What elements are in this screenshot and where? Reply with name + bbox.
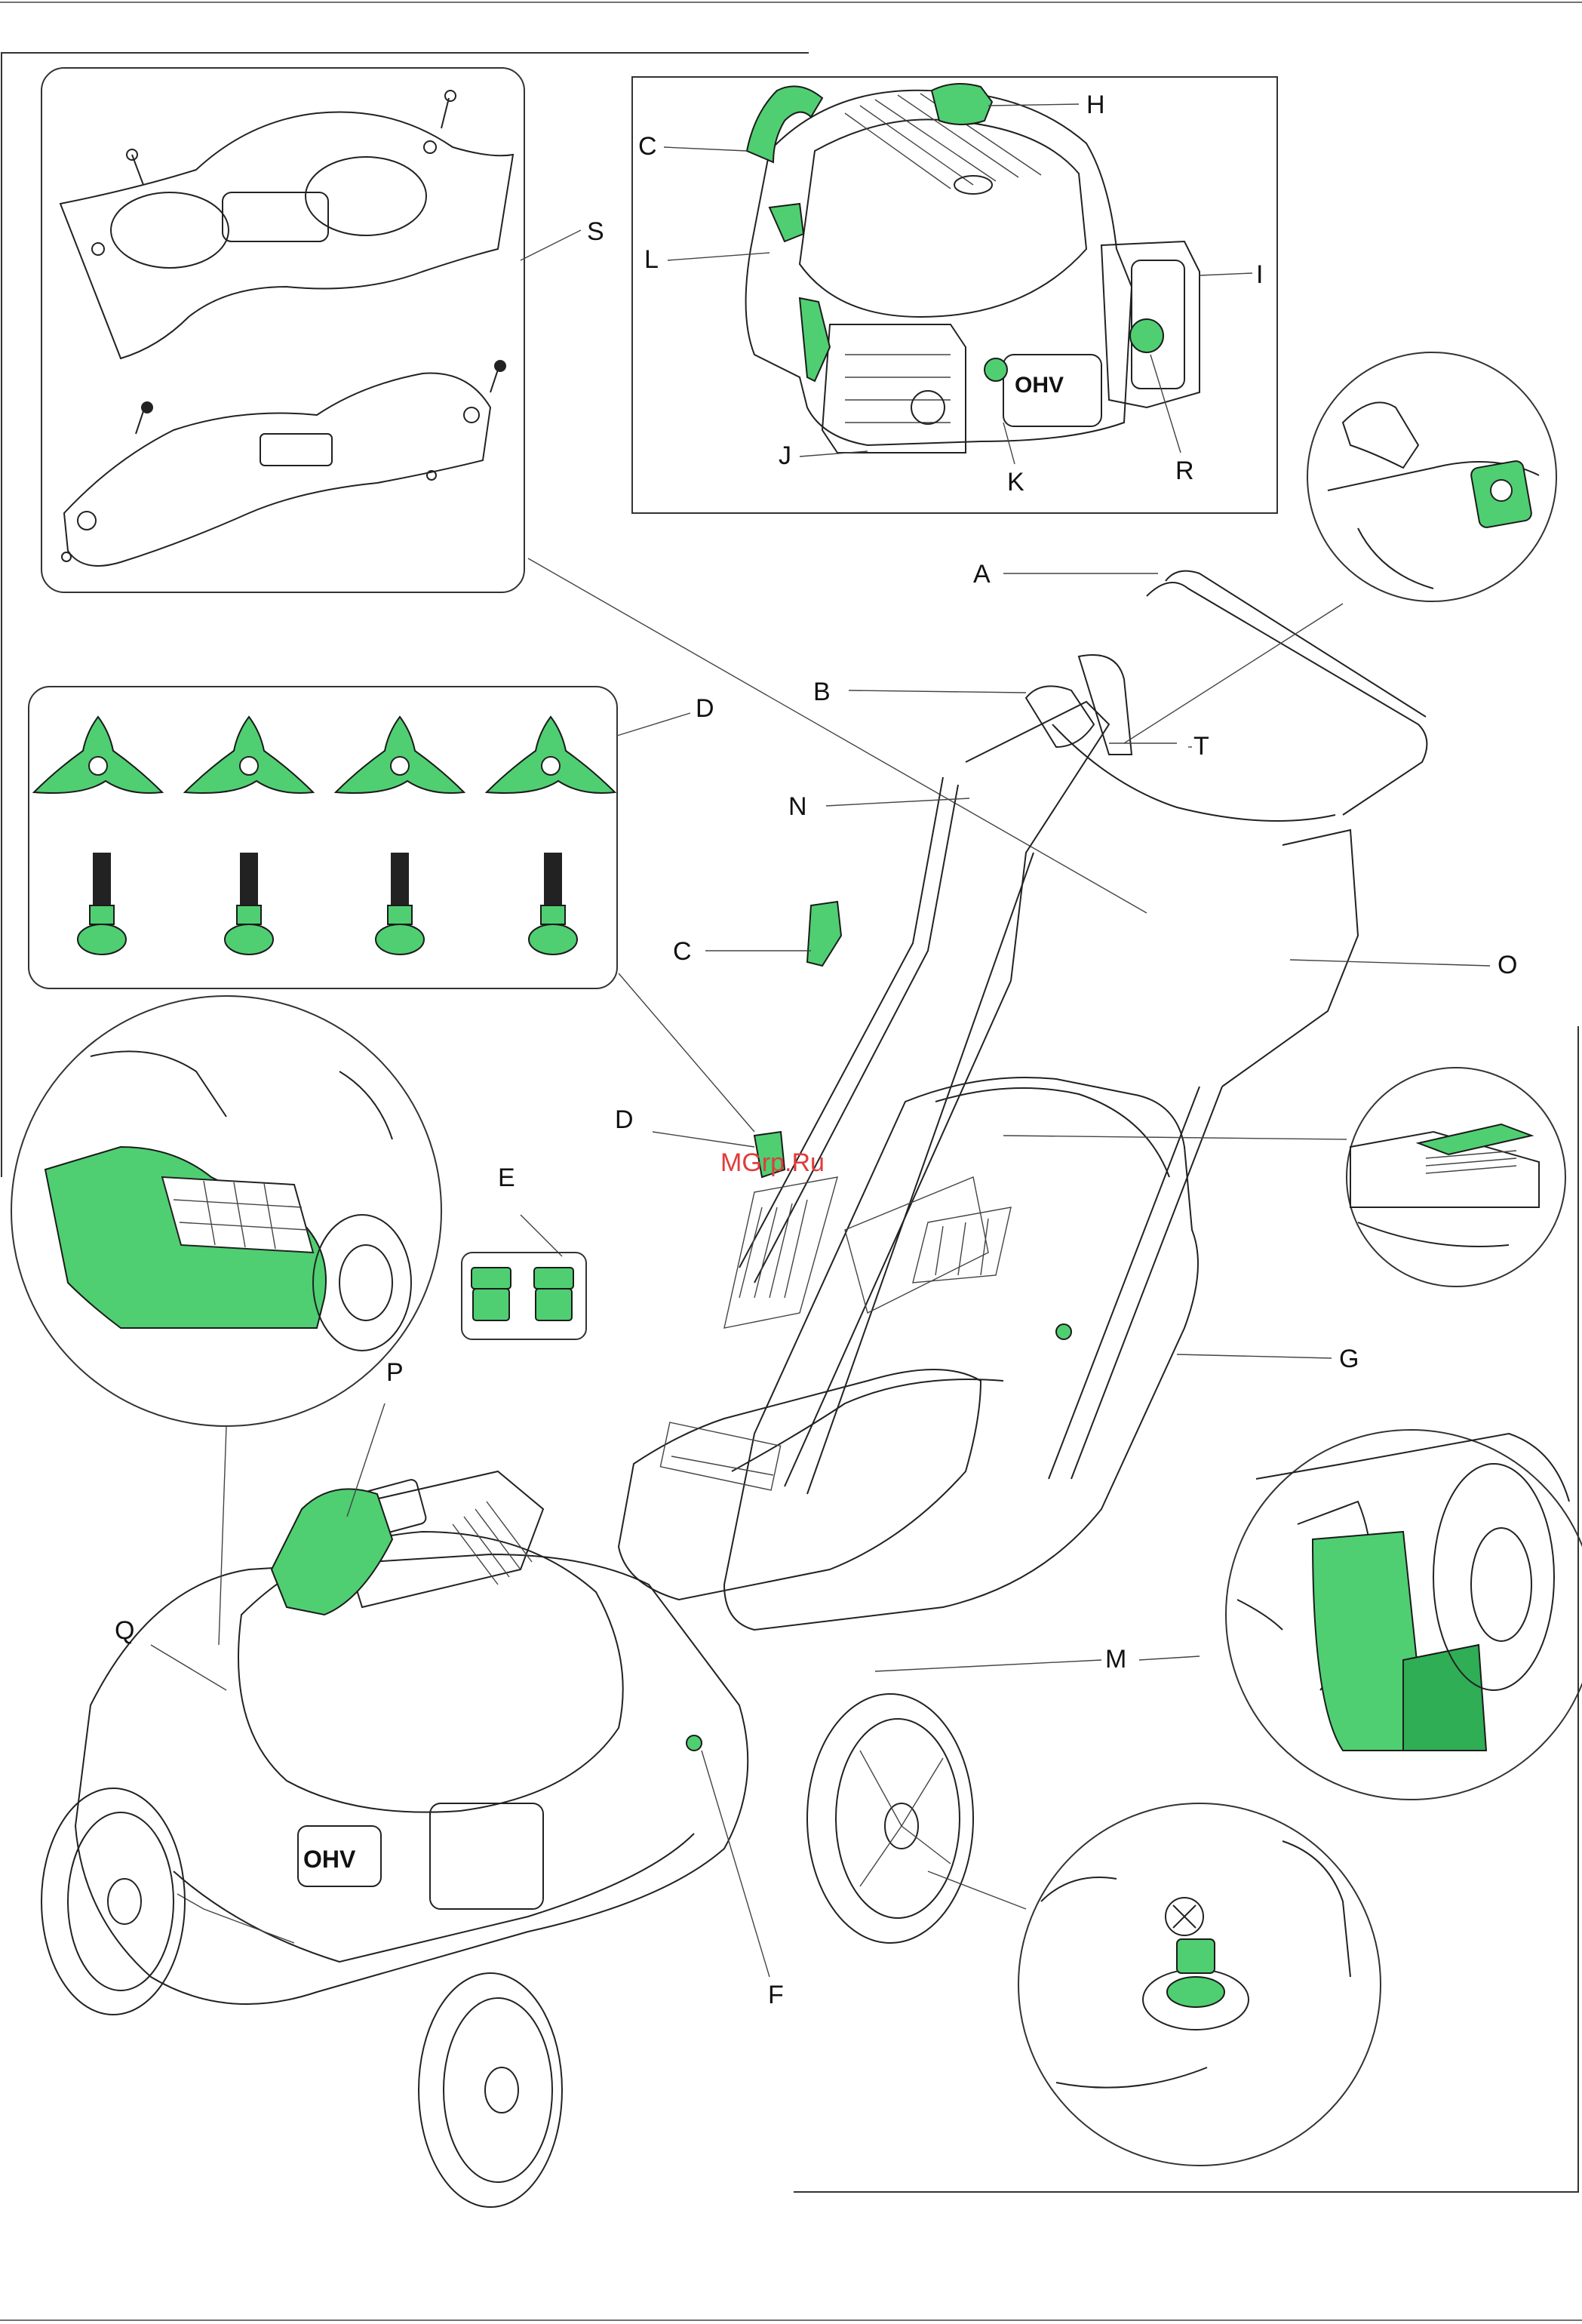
spark-plug-k xyxy=(985,358,1007,381)
starter-grip-p xyxy=(272,1489,392,1615)
starter-handle-c-guide xyxy=(807,902,841,966)
detail-circle-mulch-flap xyxy=(1347,1068,1565,1286)
label-c-handle: C xyxy=(673,937,692,966)
upper-cover-plate xyxy=(60,91,513,358)
detail-circle-f xyxy=(1018,1803,1381,2166)
fuel-cap-h xyxy=(932,84,992,124)
label-h: H xyxy=(1086,91,1105,119)
label-c-engine: C xyxy=(638,132,657,161)
mounting-bolts xyxy=(78,853,577,954)
knob-set-panel xyxy=(29,687,617,988)
detail-circle-q xyxy=(11,996,441,1426)
oil-cap-r xyxy=(1130,319,1163,352)
label-l: L xyxy=(644,245,659,274)
label-k: K xyxy=(1007,468,1024,496)
label-o: O xyxy=(1498,951,1517,979)
mulch-plug-f xyxy=(687,1735,702,1751)
deck-ohv-badge: OHV xyxy=(303,1846,356,1873)
detail-circle-m xyxy=(1226,1430,1582,1800)
front-left-wheel xyxy=(419,1973,562,2207)
engine-ohv-badge: OHV xyxy=(1015,373,1064,398)
mulch-vents xyxy=(1426,1151,1516,1173)
lower-cover-plate xyxy=(62,360,506,566)
hatch-panels xyxy=(724,1177,1011,1328)
starter-handle-c xyxy=(747,86,822,162)
label-r: R xyxy=(1175,456,1194,485)
clip-set-panel xyxy=(462,1253,586,1339)
label-g: G xyxy=(1339,1345,1359,1373)
muffler-grille xyxy=(845,355,951,424)
lawn-mower: OHV xyxy=(41,571,1427,2207)
label-p: P xyxy=(386,1358,404,1387)
rear-left-wheel xyxy=(41,1788,185,2015)
mower-deck xyxy=(75,1554,748,2004)
label-b: B xyxy=(813,678,831,706)
label-t: T xyxy=(1193,732,1209,761)
primer-l xyxy=(769,204,803,241)
detail-circle-t xyxy=(1307,352,1556,601)
label-s: S xyxy=(587,217,604,246)
rear-right-wheel xyxy=(807,1694,973,1943)
height-lever xyxy=(1056,1324,1071,1339)
label-a: A xyxy=(973,560,991,589)
label-m: M xyxy=(1105,1645,1126,1674)
engine-panel: OHV xyxy=(632,77,1277,513)
label-d-handle: D xyxy=(615,1105,634,1134)
cover-plates-panel xyxy=(41,68,524,592)
label-q: Q xyxy=(115,1616,134,1645)
warning-decal xyxy=(660,1422,780,1490)
label-f: F xyxy=(768,1981,784,2009)
deck-engine-fins xyxy=(453,1502,532,1585)
label-i: I xyxy=(1256,260,1263,289)
choke-rod xyxy=(800,298,830,381)
label-e: E xyxy=(498,1164,515,1192)
label-d-box: D xyxy=(696,694,714,723)
label-n: N xyxy=(788,792,807,821)
star-knobs xyxy=(34,717,615,793)
label-j: J xyxy=(779,441,791,470)
watermark: MGrp.Ru xyxy=(720,1148,825,1177)
control-lever-b xyxy=(1026,686,1094,747)
handle-bar xyxy=(1147,583,1427,815)
